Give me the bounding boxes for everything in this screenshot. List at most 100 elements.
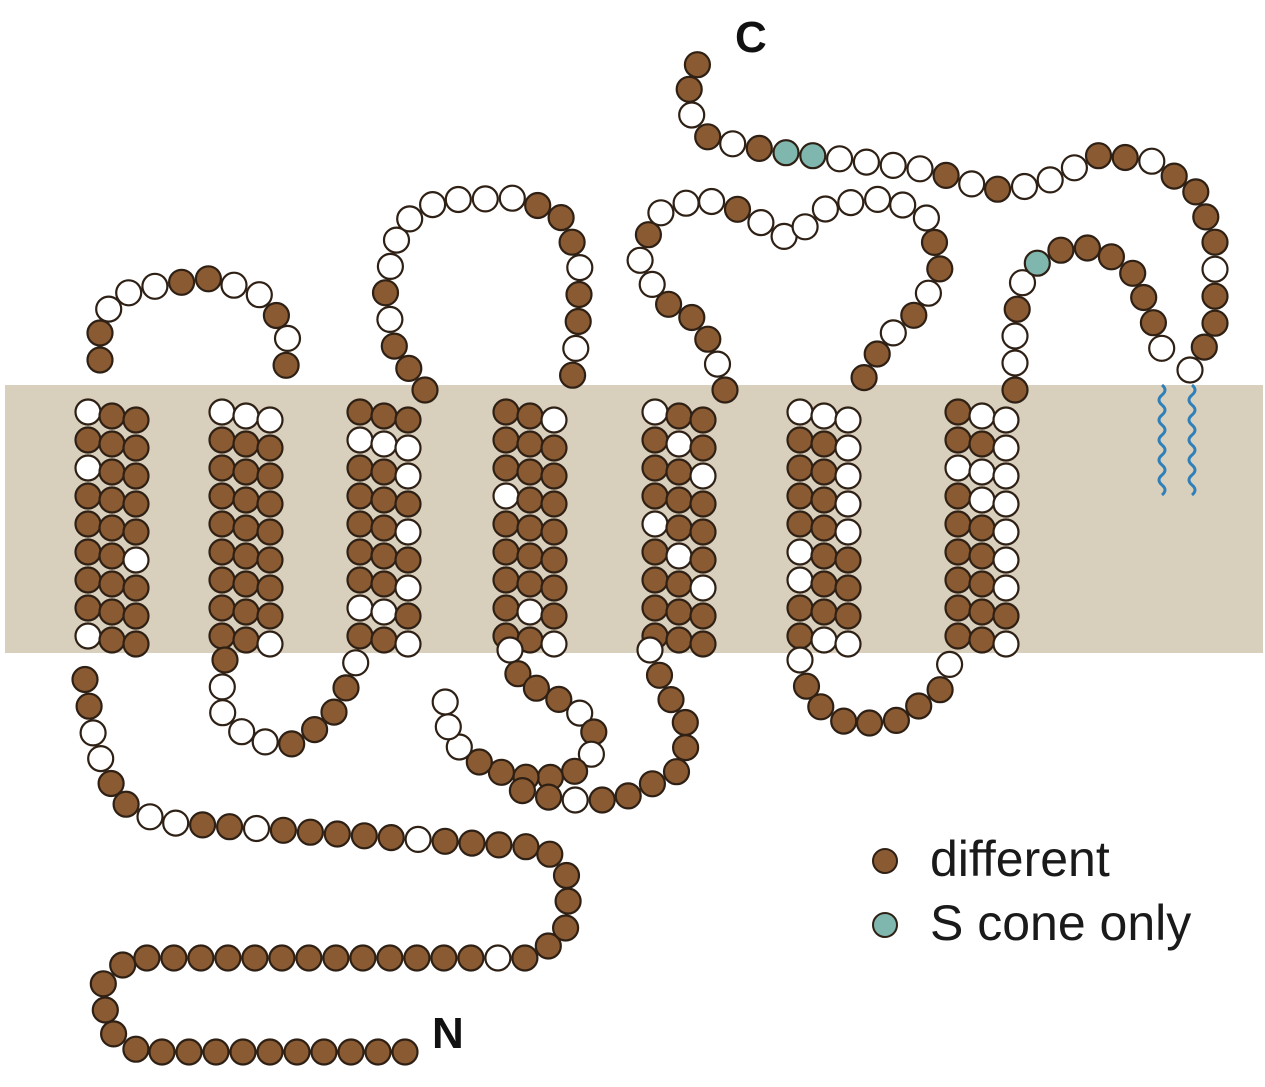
residue	[677, 77, 702, 102]
residue	[857, 711, 882, 736]
residue	[643, 456, 668, 481]
residue	[76, 484, 101, 509]
residue	[1113, 145, 1138, 170]
residue	[567, 282, 592, 307]
residue	[994, 548, 1019, 573]
residue	[643, 512, 668, 537]
residue	[279, 731, 304, 756]
residue	[210, 428, 235, 453]
residue	[994, 632, 1019, 657]
residue	[210, 700, 235, 725]
residue	[76, 428, 101, 453]
residue	[563, 788, 588, 813]
residue	[258, 604, 283, 629]
residue	[372, 488, 397, 513]
residue	[812, 600, 837, 625]
residue	[946, 456, 971, 481]
residue	[695, 124, 720, 149]
residue	[901, 303, 926, 328]
residue	[720, 131, 745, 156]
residue	[536, 785, 561, 810]
residue	[699, 189, 724, 214]
residue	[788, 648, 813, 673]
residue	[970, 572, 995, 597]
residue	[264, 303, 289, 328]
residue	[1203, 311, 1228, 336]
residue	[1048, 238, 1073, 263]
residue	[100, 544, 125, 569]
residue	[691, 604, 716, 629]
residue	[695, 327, 720, 352]
residue	[142, 274, 167, 299]
residue	[210, 512, 235, 537]
residue	[836, 604, 861, 629]
residue	[433, 829, 458, 854]
residue	[679, 103, 704, 128]
residue	[378, 254, 403, 279]
residue	[865, 187, 890, 212]
residue	[433, 690, 458, 715]
residue	[76, 540, 101, 565]
residue	[1003, 351, 1028, 376]
residue	[1203, 230, 1228, 255]
residue	[640, 272, 665, 297]
residue	[124, 548, 149, 573]
residue	[210, 674, 235, 699]
residue	[562, 759, 587, 784]
residue	[518, 544, 543, 569]
residue	[788, 400, 813, 425]
residue	[667, 404, 692, 429]
residue	[296, 946, 321, 971]
legend-label-s-cone-only: S cone only	[930, 894, 1191, 952]
residue	[253, 729, 278, 754]
residue	[812, 516, 837, 541]
residue	[217, 814, 242, 839]
residue	[994, 604, 1019, 629]
residue	[852, 365, 877, 390]
residue	[518, 516, 543, 541]
residue	[274, 353, 299, 378]
residue	[138, 804, 163, 829]
residue	[788, 540, 813, 565]
residue	[325, 822, 350, 847]
residue	[667, 460, 692, 485]
residue	[372, 404, 397, 429]
residue	[494, 456, 519, 481]
residue	[204, 1040, 229, 1065]
residue	[210, 624, 235, 649]
residue	[643, 484, 668, 509]
residue	[348, 540, 373, 565]
residue	[854, 150, 879, 175]
residue	[372, 432, 397, 457]
residue	[524, 676, 549, 701]
residue	[667, 488, 692, 513]
residue	[774, 140, 799, 165]
residue	[1086, 143, 1111, 168]
residue	[518, 572, 543, 597]
residue	[372, 460, 397, 485]
residue	[396, 408, 421, 433]
residue	[258, 408, 283, 433]
residue	[100, 404, 125, 429]
residue	[124, 632, 149, 657]
residue	[258, 632, 283, 657]
residue	[458, 946, 483, 971]
residue	[549, 205, 574, 230]
residue	[76, 456, 101, 481]
residue	[994, 520, 1019, 545]
residue	[934, 163, 959, 188]
residue	[946, 624, 971, 649]
residue	[800, 143, 825, 168]
residue	[812, 544, 837, 569]
residue	[377, 307, 402, 332]
residue	[269, 946, 294, 971]
residue	[563, 336, 588, 361]
residue	[348, 400, 373, 425]
residue	[640, 771, 665, 796]
residue	[812, 460, 837, 485]
residue	[836, 492, 861, 517]
residue	[234, 600, 259, 625]
residue	[906, 694, 931, 719]
residue	[812, 572, 837, 597]
residue	[542, 520, 567, 545]
